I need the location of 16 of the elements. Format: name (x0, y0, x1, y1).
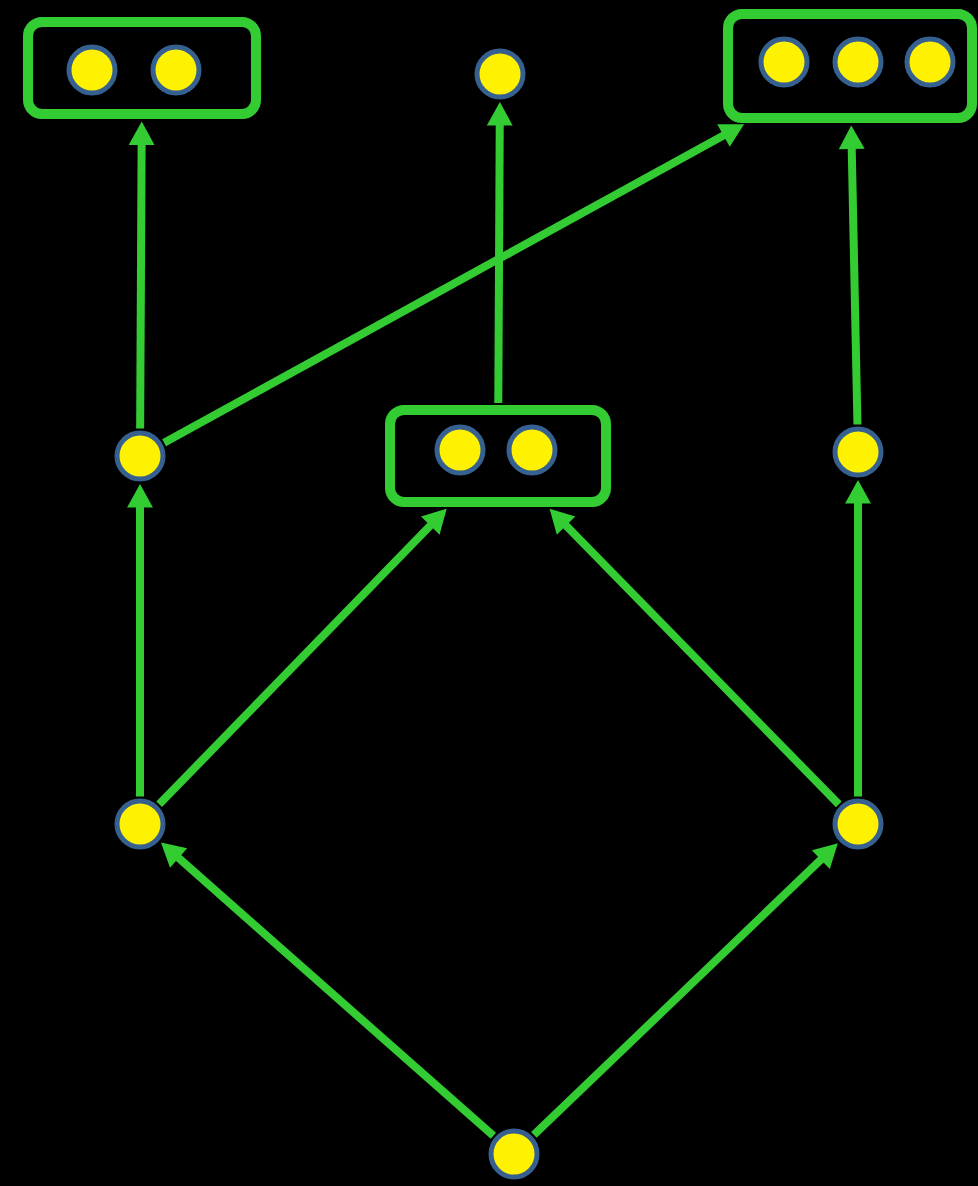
circle-node (832, 798, 884, 850)
circle-node (832, 36, 884, 88)
group-box (385, 405, 611, 507)
circle-node (434, 424, 486, 476)
circle-node (114, 430, 166, 482)
circle-node (506, 424, 558, 476)
circle-node (488, 1128, 540, 1180)
group-box (723, 9, 977, 123)
circle-node (904, 36, 956, 88)
group-box (23, 16, 261, 119)
circle-node (832, 426, 884, 478)
circle-node (66, 44, 118, 96)
circle-node (758, 36, 810, 88)
circle-node (114, 798, 166, 850)
circle-node (150, 44, 202, 96)
circle-node (474, 48, 526, 100)
